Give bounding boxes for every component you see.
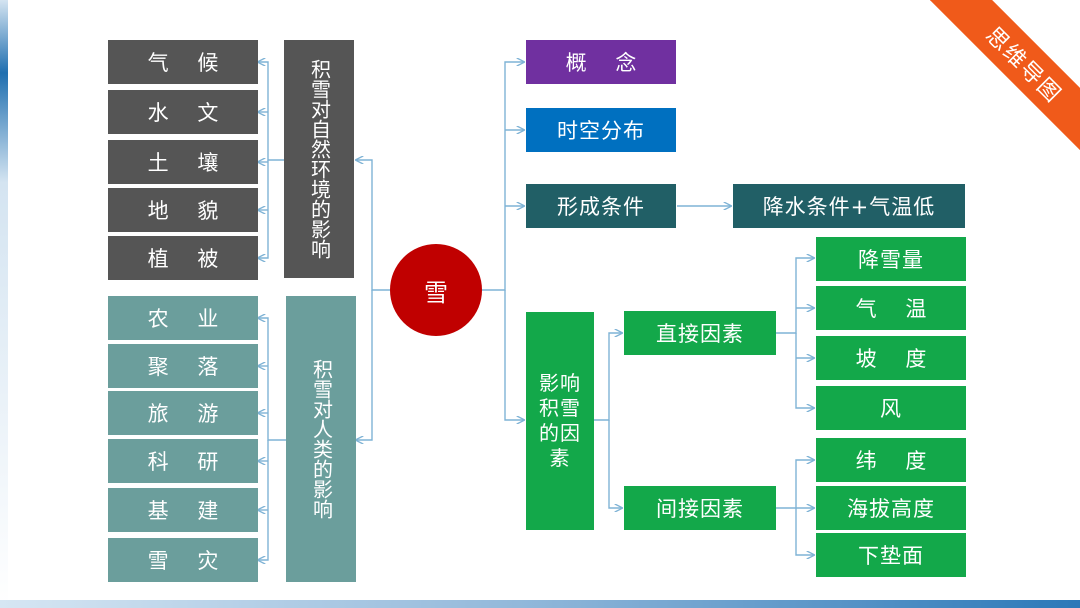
concept-node: 概 念 xyxy=(526,40,676,84)
natural-item-landform: 地 貌 xyxy=(108,188,258,232)
indirect-factors-node: 间接因素 xyxy=(624,486,776,530)
indirect-item-latitude: 纬 度 xyxy=(816,438,966,482)
factors-label: 影响积雪的因素 xyxy=(539,371,581,470)
natural-item-vegetation: 植 被 xyxy=(108,236,258,280)
center-node: 雪 xyxy=(390,244,482,336)
natural-item-soil: 土 壤 xyxy=(108,140,258,184)
direct-item-snowfall: 降雪量 xyxy=(816,237,966,281)
indirect-item-altitude: 海拔高度 xyxy=(816,486,966,530)
human-item-agriculture: 农 业 xyxy=(108,296,258,340)
natural-impact-node: 积雪对自然环境的影响 xyxy=(284,40,354,278)
human-item-settlement: 聚 落 xyxy=(108,344,258,388)
distribution-node: 时空分布 xyxy=(526,108,676,152)
human-item-infrastructure: 基 建 xyxy=(108,488,258,532)
badge-label: 思维导图 xyxy=(930,0,1080,150)
formation-node: 形成条件 xyxy=(526,184,676,228)
human-item-research: 科 研 xyxy=(108,439,258,483)
natural-item-hydrology: 水 文 xyxy=(108,90,258,134)
human-item-snow-disaster: 雪 灾 xyxy=(108,538,258,582)
natural-impact-label: 积雪对自然环境的影响 xyxy=(307,59,332,259)
bottom-edge-decoration xyxy=(0,600,1080,608)
human-item-tourism: 旅 游 xyxy=(108,391,258,435)
left-edge-decoration xyxy=(0,0,8,608)
natural-item-climate: 气 候 xyxy=(108,40,258,84)
direct-item-slope: 坡 度 xyxy=(816,336,966,380)
human-impact-label: 积雪对人类的影响 xyxy=(309,359,334,519)
formation-detail-node: 降水条件+气温低 xyxy=(733,184,965,228)
factors-node: 影响积雪的因素 xyxy=(526,312,594,530)
direct-item-temperature: 气 温 xyxy=(816,286,966,330)
human-impact-node: 积雪对人类的影响 xyxy=(286,296,356,582)
direct-item-wind: 风 xyxy=(816,386,966,430)
indirect-item-underlying-surface: 下垫面 xyxy=(816,533,966,577)
corner-badge: 思维导图 xyxy=(930,0,1080,150)
direct-factors-node: 直接因素 xyxy=(624,311,776,355)
